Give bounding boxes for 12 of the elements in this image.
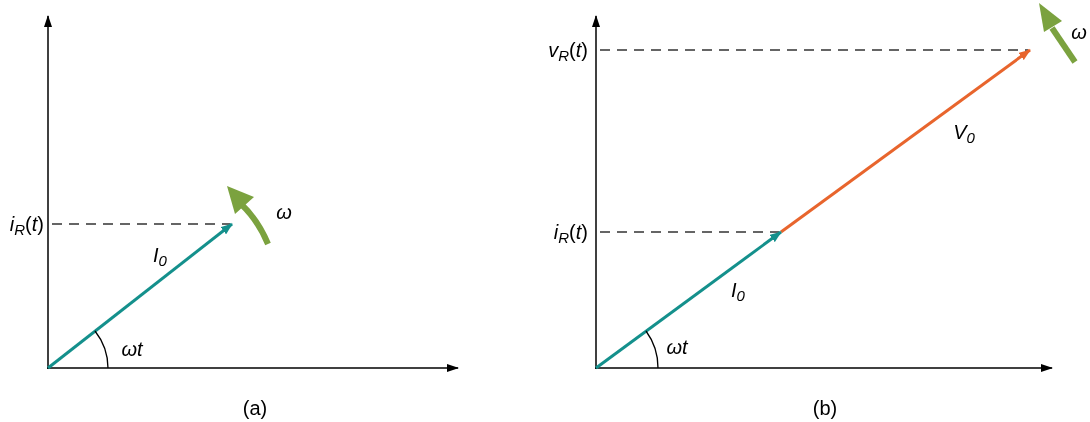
axis-label: ωt bbox=[666, 337, 688, 357]
axis-label: i$_{R}$(t) bbox=[553, 222, 588, 242]
axis-label: ωt bbox=[121, 339, 143, 359]
axis-label: V$_{0}$ bbox=[953, 122, 975, 142]
axis-label: (b) bbox=[812, 398, 838, 418]
axis-label: i$_{R}$(t) bbox=[9, 214, 44, 234]
axis-label: I$_{0}$ bbox=[153, 245, 167, 265]
axis-label: ω bbox=[1071, 22, 1087, 42]
axis-label: I$_{0}$ bbox=[731, 280, 745, 300]
axis-label: (a) bbox=[242, 398, 268, 418]
axis-label: ω bbox=[276, 202, 292, 222]
axis-label: v$_{R}$(t) bbox=[548, 40, 588, 60]
